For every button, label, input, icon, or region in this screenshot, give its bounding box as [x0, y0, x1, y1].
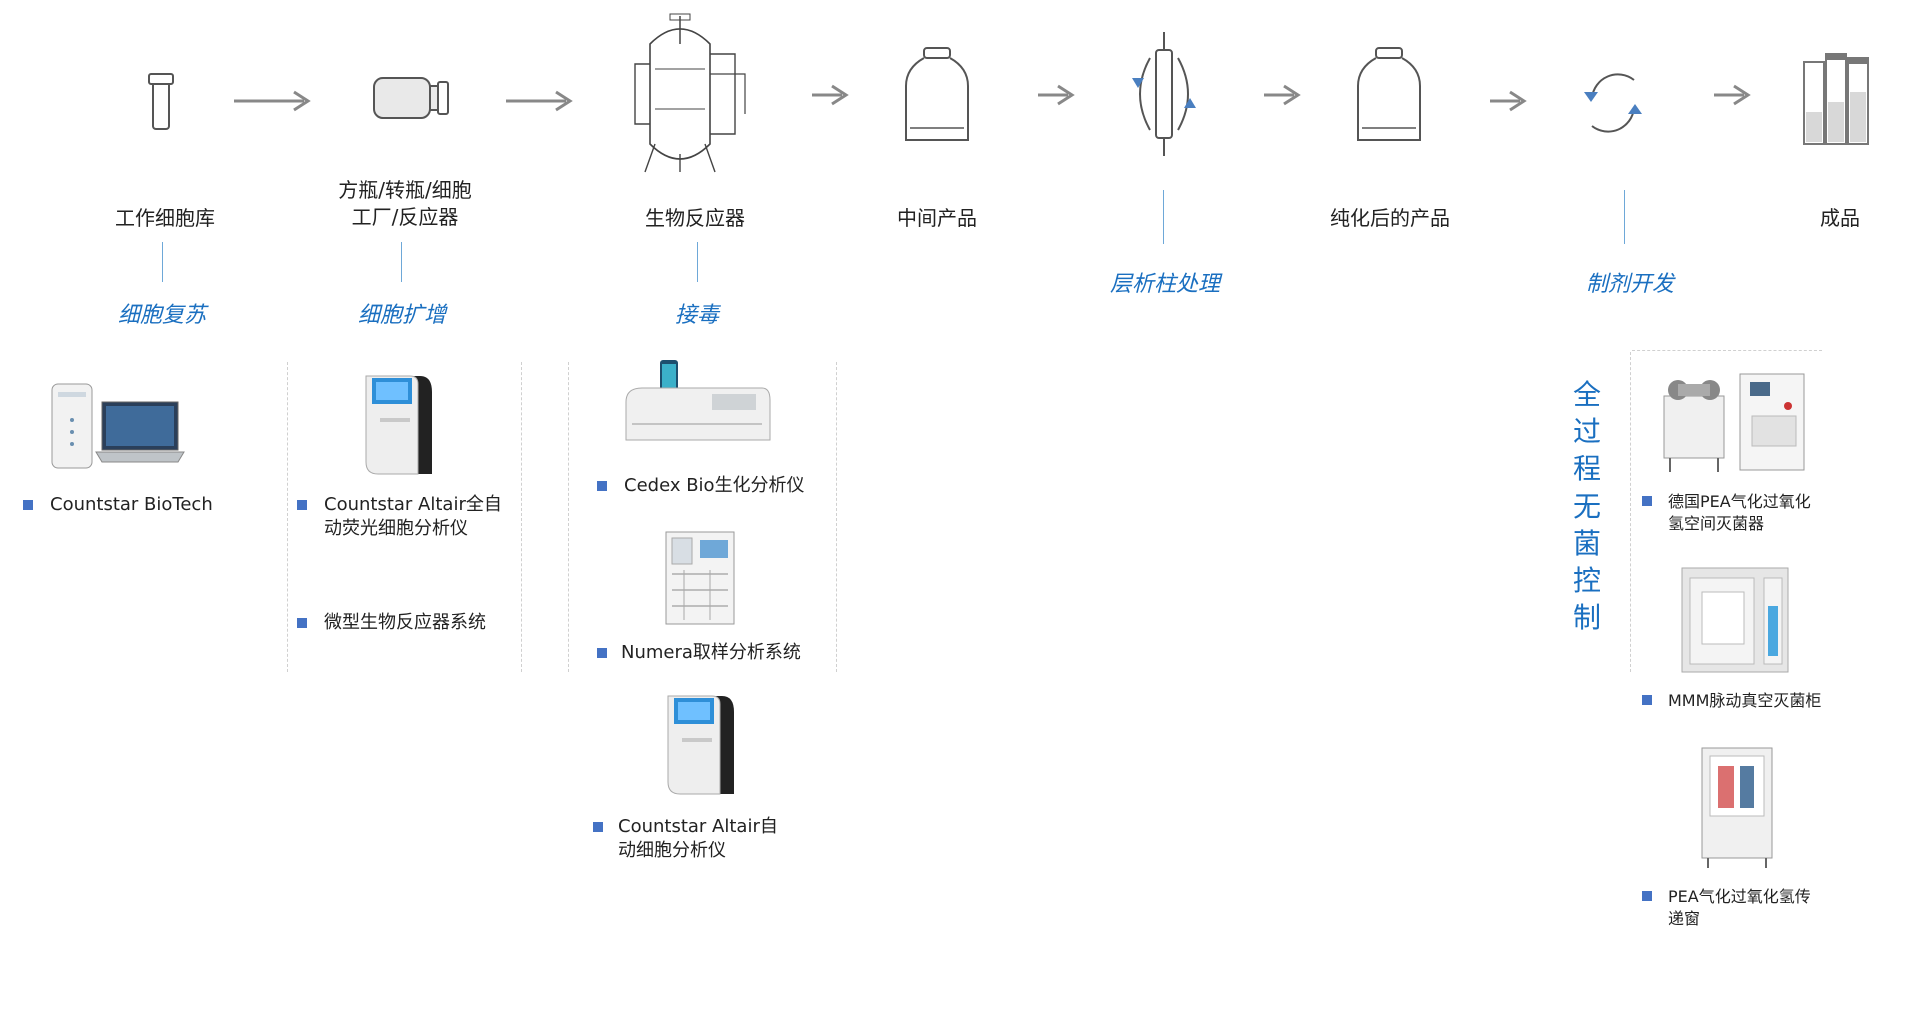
fluorescence-analyzer-icon — [365, 375, 432, 475]
purified-bottle-icon — [1357, 47, 1421, 141]
column-divider — [521, 362, 522, 672]
bullet-icon — [597, 648, 607, 658]
bullet-icon — [1642, 695, 1652, 705]
bullet-icon — [597, 481, 607, 491]
final-vials-icon — [1803, 53, 1869, 145]
column-divider — [287, 362, 288, 672]
bullet-icon — [1642, 891, 1652, 901]
equipment-label: MMM脉动真空灭菌柜 — [1668, 691, 1822, 710]
pass-box-icon — [1701, 747, 1773, 868]
flow-arrow-icon — [812, 84, 849, 106]
vacuum-sterilizer-icon — [1681, 567, 1789, 673]
cell-counter-laptop-icon — [51, 383, 185, 469]
connector-line — [1624, 190, 1625, 244]
stage-label-culture-vessels: 方瓶/转瓶/细胞 工厂/反应器 — [338, 178, 472, 229]
stage-label-final-product: 成品 — [1820, 206, 1860, 230]
h2o2-sterilizer-icon — [1663, 373, 1805, 472]
stage-label-working-cell-bank: 工作细胞库 — [115, 206, 215, 230]
flow-arrow-icon — [506, 90, 573, 112]
vial-icon — [148, 73, 174, 130]
equipment-label: Countstar Altair全自 动荧光细胞分析仪 — [324, 494, 502, 540]
cell-analyzer-icon — [667, 695, 734, 795]
process-label-chromatography: 层析柱处理 — [1109, 272, 1220, 297]
equipment-label: Numera取样分析系统 — [621, 642, 801, 663]
equipment-label: Cedex Bio生化分析仪 — [624, 475, 805, 496]
sampling-system-icon — [665, 531, 735, 625]
stage-label-intermediate-product: 中间产品 — [897, 206, 977, 230]
flow-arrow-icon — [234, 90, 311, 112]
column-divider — [1630, 352, 1631, 672]
column-divider — [836, 362, 837, 672]
equipment-label: 德国PEA气化过氧化 氢空间灭菌器 — [1668, 492, 1811, 533]
connector-line — [1163, 190, 1164, 244]
process-label-cell-expansion: 细胞扩增 — [357, 303, 446, 328]
equipment-label: 微型生物反应器系统 — [324, 612, 486, 633]
cycle-icon — [1584, 73, 1642, 133]
flow-arrow-icon — [1038, 84, 1075, 106]
flow-arrow-icon — [1264, 84, 1301, 106]
process-label-formulation: 制剂开发 — [1585, 272, 1674, 297]
flow-arrow-icon — [1714, 84, 1751, 106]
sterile-control-title: 全过程无菌控制 — [1572, 378, 1601, 635]
equipment-label: Countstar BioTech — [50, 494, 213, 515]
flow-arrow-icon — [1490, 90, 1527, 112]
connector-line — [162, 242, 163, 282]
process-label-cell-recovery: 细胞复苏 — [117, 303, 206, 328]
bullet-icon — [297, 500, 307, 510]
equipment-label: Countstar Altair自 动细胞分析仪 — [618, 816, 778, 862]
process-label-virus-inoculation: 接毒 — [674, 303, 719, 328]
stage-label-purified-product: 纯化后的产品 — [1330, 206, 1450, 230]
bullet-icon — [297, 618, 307, 628]
column-divider — [1632, 350, 1822, 351]
bullet-icon — [1642, 496, 1652, 506]
chromatography-column-icon — [1132, 32, 1196, 156]
connector-line — [401, 242, 402, 282]
bioreactor-icon — [634, 13, 746, 173]
column-divider — [568, 362, 569, 672]
bullet-icon — [593, 822, 603, 832]
biochemistry-analyzer-icon — [625, 360, 771, 441]
culture-bottle-icon — [373, 77, 449, 119]
bullet-icon — [23, 500, 33, 510]
connector-line — [697, 242, 698, 282]
intermediate-bottle-icon — [905, 47, 969, 141]
stage-label-bioreactor: 生物反应器 — [645, 206, 745, 230]
equipment-label: PEA气化过氧化氢传 递窗 — [1668, 887, 1811, 928]
